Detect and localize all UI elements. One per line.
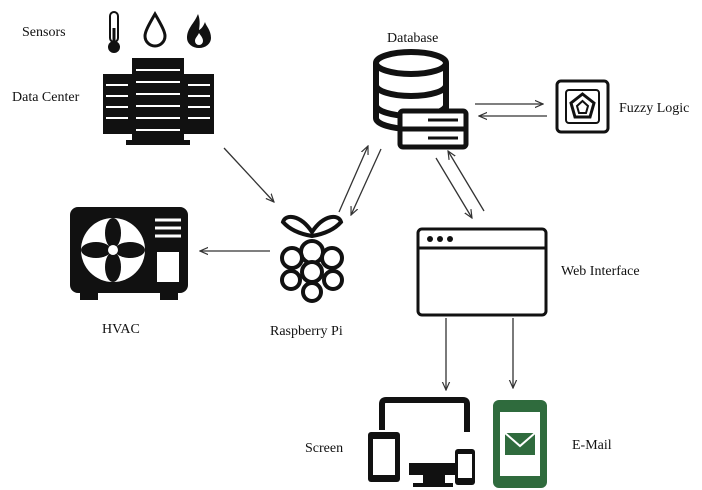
raspberry-pi-label: Raspberry Pi (270, 324, 343, 339)
sensors-label: Sensors (22, 25, 66, 40)
water-drop-icon (143, 11, 167, 48)
edge-pi-database (338, 146, 382, 215)
server-rack-icon (103, 58, 214, 145)
flame-icon (187, 14, 211, 48)
edge-database-web (435, 151, 485, 218)
database-label: Database (387, 31, 439, 46)
fuzzy-logic-icon (555, 79, 610, 134)
hvac-label: HVAC (102, 322, 140, 337)
phone-mail-icon (493, 400, 547, 488)
email-label: E-Mail (572, 438, 612, 453)
fuzzy-logic-label: Fuzzy Logic (619, 101, 690, 116)
thermometer-icon (108, 11, 120, 53)
raspberry-pi-icon (280, 214, 344, 303)
edge-datacenter-to-pi (223, 147, 274, 202)
devices-icon (368, 397, 475, 487)
screen-label: Screen (305, 441, 344, 456)
browser-window-icon (416, 227, 548, 317)
hvac-unit-icon (70, 207, 188, 300)
data-center-label: Data Center (12, 90, 80, 105)
database-icon (373, 49, 469, 150)
edge-database-fuzzy (475, 104, 547, 116)
web-interface-label: Web Interface (561, 264, 640, 279)
